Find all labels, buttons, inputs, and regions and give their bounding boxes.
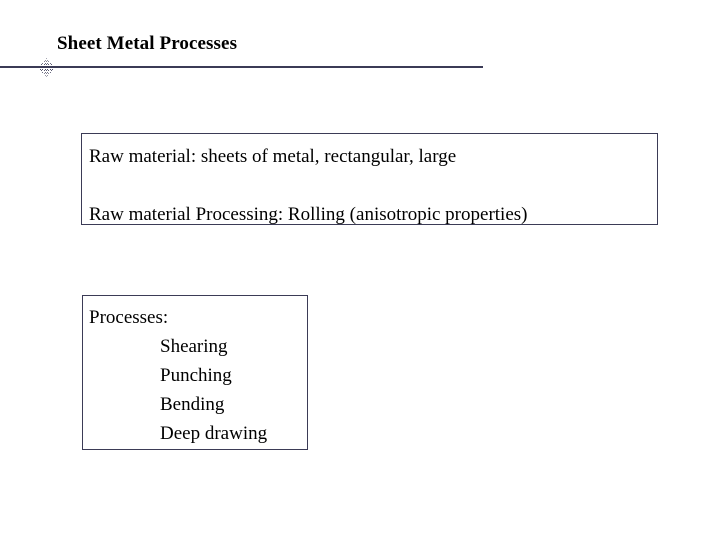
raw-material-line-2: Raw material Processing: Rolling (anisot… <box>89 204 528 225</box>
processes-box: Processes: Shearing Punching Bending Dee… <box>82 295 308 450</box>
process-item-punching: Punching <box>160 365 232 386</box>
process-item-deep-drawing: Deep drawing <box>160 423 268 444</box>
raw-material-line-1: Raw material: sheets of metal, rectangul… <box>89 146 457 167</box>
title-divider <box>0 66 483 68</box>
raw-material-box: Raw material: sheets of metal, rectangul… <box>81 133 658 225</box>
process-item-bending: Bending <box>160 394 225 415</box>
diamond-dot-ornament-icon <box>38 58 55 77</box>
processes-heading: Processes: <box>89 307 169 328</box>
page-title: Sheet Metal Processes <box>57 33 238 54</box>
raw-material-spacer <box>89 171 657 200</box>
process-item-shearing: Shearing <box>160 336 228 357</box>
